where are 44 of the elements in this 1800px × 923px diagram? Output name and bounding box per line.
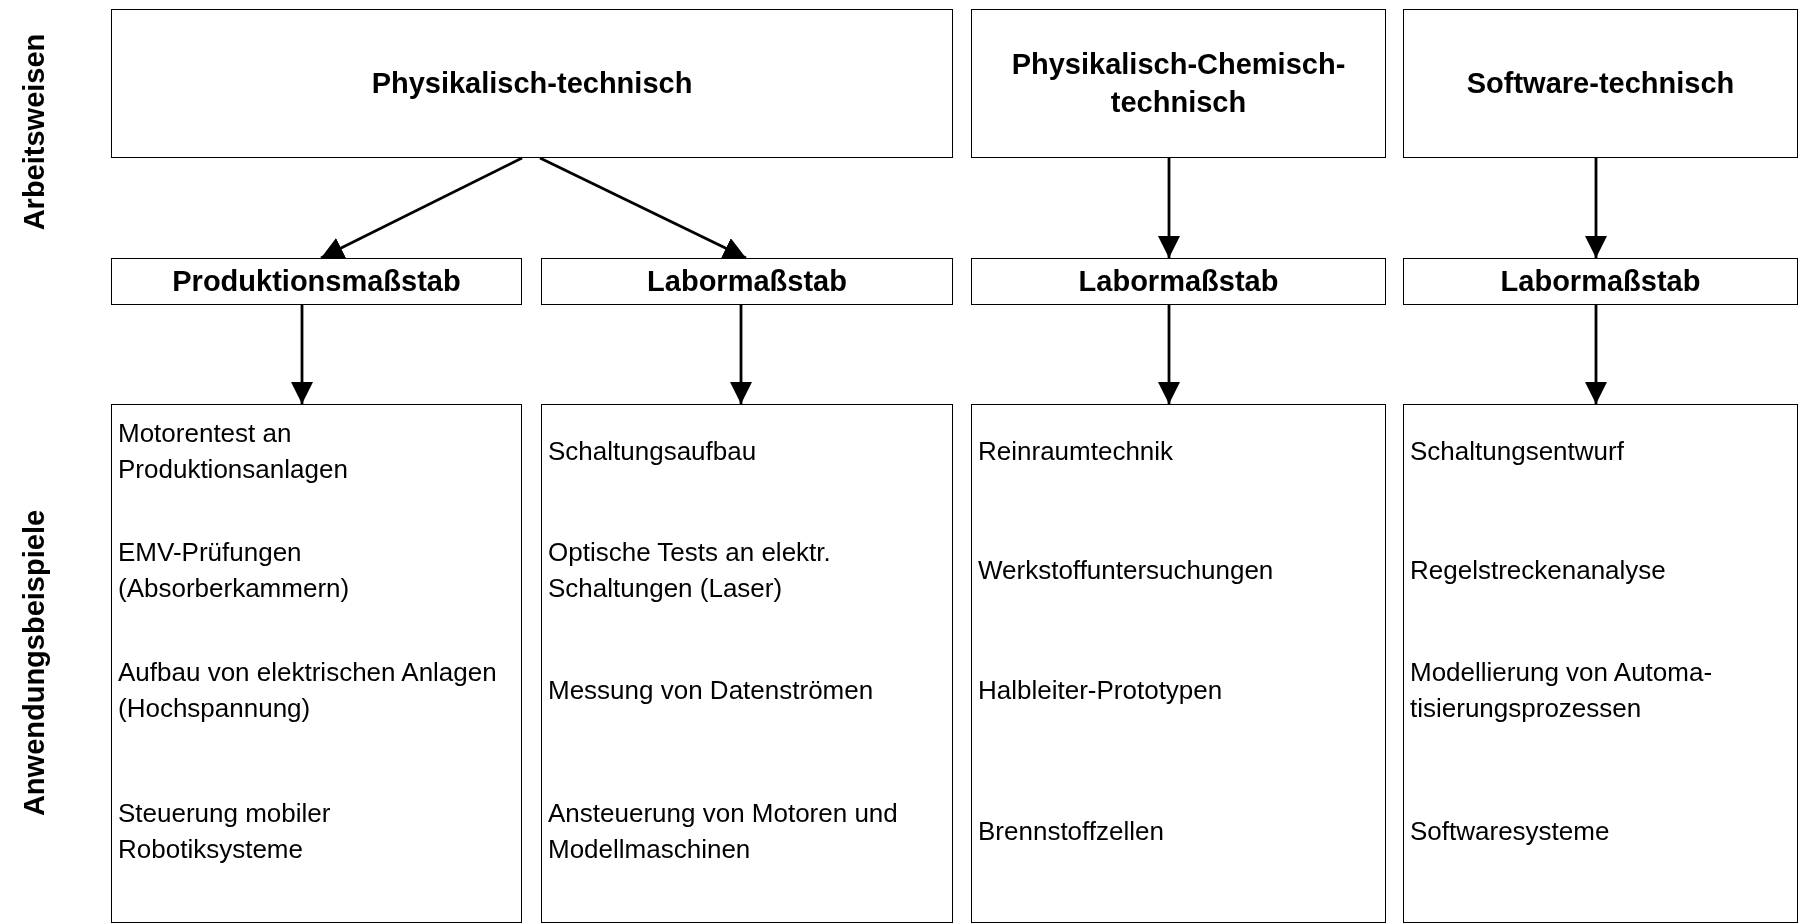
example-text: Ansteuerung von Motoren und Modellmaschinen [548,796,899,866]
example-text: EMV-Prüfungen (Absorberkammern) [118,535,351,605]
example-text: Messung von Datenströmen [548,673,875,707]
arrow [1157,158,1181,258]
heading-text: Labormaßstab [646,263,848,299]
arrow [1157,305,1181,404]
category-box [1403,9,1798,158]
heading-text: Physikalisch-technisch [370,65,694,101]
example-text: Halbleiter-Prototypen [978,673,1224,707]
scale-box [541,258,953,305]
category-box [111,9,953,158]
example-text: Reinraumtechnik [978,434,1175,468]
heading-text: Produktionsmaßstab [171,263,462,299]
scale-box [111,258,522,305]
arrow [539,156,747,260]
example-text: Motorentest an Produktionsanlagen [118,416,349,486]
arrow [290,305,314,404]
example-text: Aufbau von elektrischen Anlagen (Hochspannung) [118,655,498,725]
heading-text: Labormaßstab [1499,263,1702,299]
arrow [729,305,753,404]
category-box [971,9,1386,158]
example-text: Schaltungsentwurf [1410,434,1625,468]
examples-box [541,404,953,923]
heading-text: Labormaßstab [1077,263,1280,299]
arrow [1584,305,1608,404]
arrow [320,156,523,260]
example-text: Softwaresysteme [1410,814,1611,848]
example-text: Schaltungsaufbau [548,434,758,468]
heading-text: Physikalisch-Chemisch-technisch [1010,47,1347,120]
examples-box [1403,404,1798,923]
example-text: Regelstreckenanalyse [1410,553,1667,587]
example-text: Modellierung von Automa-tisierungsprozessen [1410,655,1714,725]
arrow [1584,158,1608,258]
scale-box [971,258,1386,305]
examples-box [111,404,522,923]
example-text: Optische Tests an elektr. Schaltungen (Laser) [548,535,832,605]
example-text: Brennstoffzellen [978,814,1165,848]
row-label: Anwendungsbeispiele [17,509,51,817]
examples-box [971,404,1386,923]
scale-box [1403,258,1798,305]
example-text: Steuerung mobiler Robotiksysteme [118,796,332,866]
heading-text: Software-technisch [1465,65,1736,101]
example-text: Werkstoffuntersuchungen [978,553,1275,587]
row-label: Arbeitsweisen [17,33,51,231]
